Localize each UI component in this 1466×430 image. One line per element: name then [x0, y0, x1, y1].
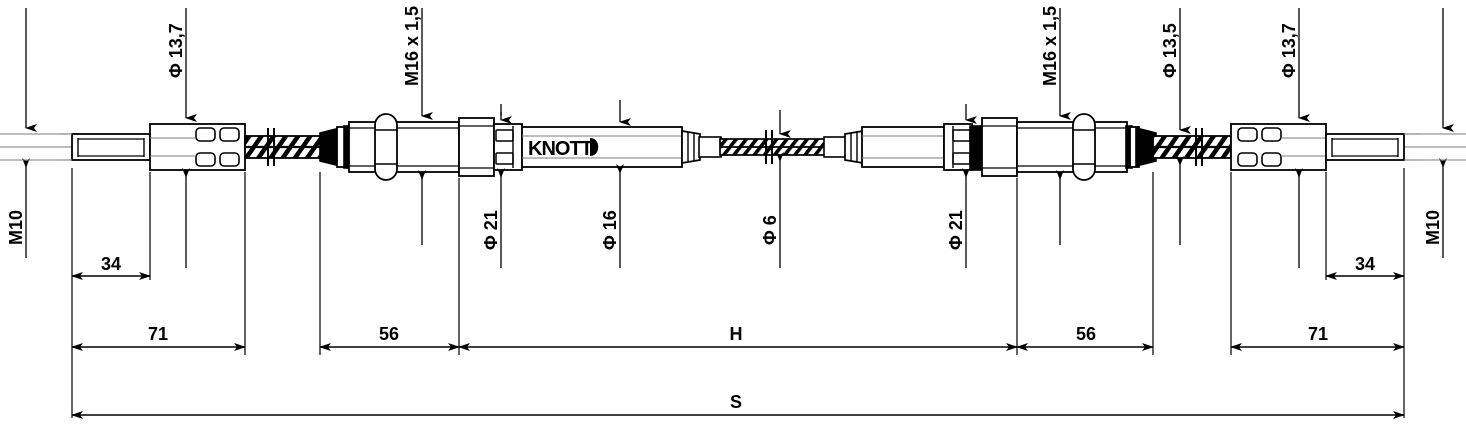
label-left-ferrule-dia: Φ 21: [481, 210, 501, 250]
right-hex-nut: [1072, 113, 1096, 181]
label-right-ferrule-dia: Φ 21: [946, 210, 966, 250]
left-braided-conduit: [244, 128, 324, 166]
left-mid-ferrule: [681, 129, 722, 165]
vertical-dimension-labels: M10 Φ 13,7 M16 x 1,5 Φ 21 Φ 16 Φ 6 Φ 21 …: [6, 6, 1443, 250]
label-left-eye-dia: Φ 13,7: [166, 23, 186, 78]
dim-label-right-56: 56: [1076, 324, 1096, 344]
dim-label-left-56: 56: [379, 324, 399, 344]
right-braided-conduit: [1152, 128, 1232, 166]
dimension-leaders: [0, 8, 1466, 268]
left-nipple-body: [348, 113, 460, 181]
knott-logo-mark: [590, 138, 599, 156]
left-gland-nut: [458, 117, 523, 177]
left-clevis-block: [149, 123, 246, 171]
dim-label-left-34: 34: [101, 254, 121, 274]
label-left-nipple-thread: M16 x 1,5: [402, 6, 422, 86]
right-gland-nut: [943, 117, 1018, 177]
dim-label-H: H: [730, 324, 743, 344]
extension-lines: [71, 168, 1405, 418]
label-right-sleeve-dia: Φ 13,5: [1160, 23, 1180, 78]
main-outer-sleeve-right: [861, 126, 945, 168]
inner-cable-braid: [719, 130, 827, 164]
label-left-thread: M10: [6, 210, 26, 245]
dim-label-right-71: 71: [1308, 324, 1328, 344]
knott-brand-logo: KNOTT: [528, 138, 599, 160]
left-crimp-ferrule: [319, 125, 351, 169]
label-right-thread: M10: [1423, 210, 1443, 245]
label-conduit-dia: Φ 16: [600, 210, 620, 250]
dim-label-S: S: [730, 392, 742, 412]
horizontal-dimensions: [71, 272, 1405, 419]
right-mid-ferrule: [823, 129, 864, 165]
dim-label-right-34: 34: [1355, 254, 1375, 274]
right-nipple-body: [1016, 113, 1128, 181]
label-right-eye-dia: Φ 13,7: [1279, 23, 1299, 78]
knott-logo-text: KNOTT: [528, 138, 593, 160]
right-threaded-rod: [1325, 133, 1420, 161]
drawing-body: [0, 113, 1466, 181]
right-crimp-ferrule: [1125, 125, 1157, 169]
left-hex-nut: [374, 113, 398, 181]
label-right-nipple-thread: M16 x 1,5: [1040, 6, 1060, 86]
dim-label-left-71: 71: [148, 324, 168, 344]
label-inner-cable-dia: Φ 6: [760, 215, 780, 245]
main-outer-sleeve-left: [521, 126, 683, 168]
right-clevis-block: [1230, 123, 1327, 171]
left-threaded-rod: [60, 133, 151, 161]
horizontal-dimension-labels: 34 71 56 H 56 71 34 S: [101, 254, 1375, 412]
